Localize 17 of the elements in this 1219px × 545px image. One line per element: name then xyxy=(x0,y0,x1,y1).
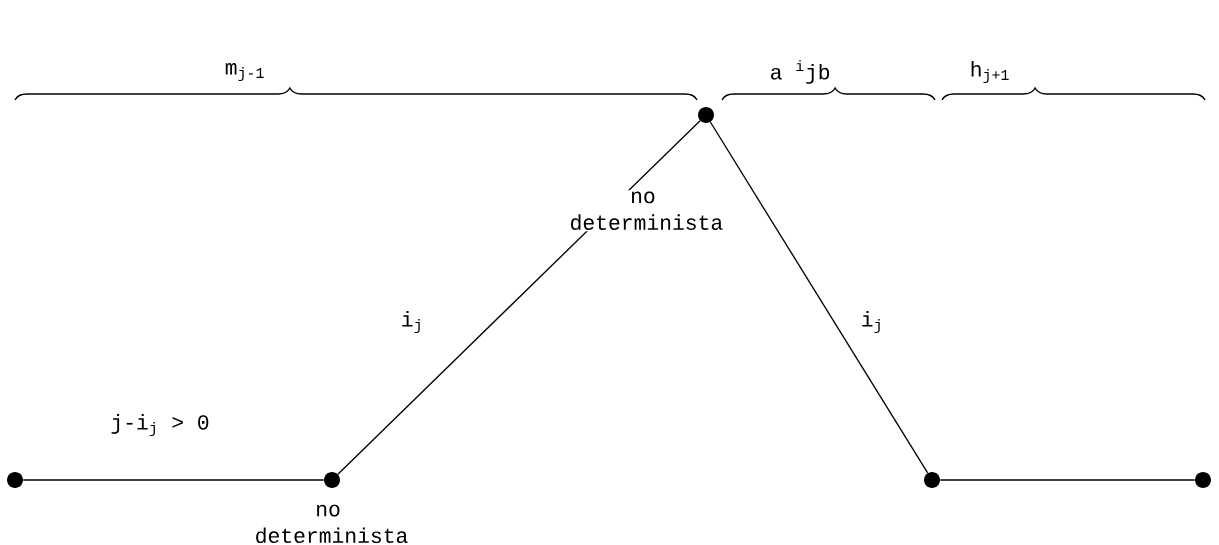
dot xyxy=(698,107,714,123)
edge-label: j-i$_{j}$ > 0 xyxy=(109,412,211,438)
dot xyxy=(7,472,23,488)
line xyxy=(337,120,701,475)
node-caption: no determinista xyxy=(256,504,408,544)
edge-label: i$_{j}$ xyxy=(399,309,425,335)
dot xyxy=(924,472,940,488)
dot xyxy=(1195,472,1211,488)
note: no determinista xyxy=(568,190,723,232)
line xyxy=(939,479,1196,481)
brace-label: a $^{i}$jb xyxy=(771,60,830,84)
brace-label: h$_{j+1}$ xyxy=(971,61,1009,83)
edge-label: i$_{j}$ xyxy=(859,309,885,335)
line xyxy=(22,479,325,481)
dot xyxy=(324,472,340,488)
line xyxy=(709,121,929,474)
brace-label: m$_{j-1}$ xyxy=(225,63,264,81)
